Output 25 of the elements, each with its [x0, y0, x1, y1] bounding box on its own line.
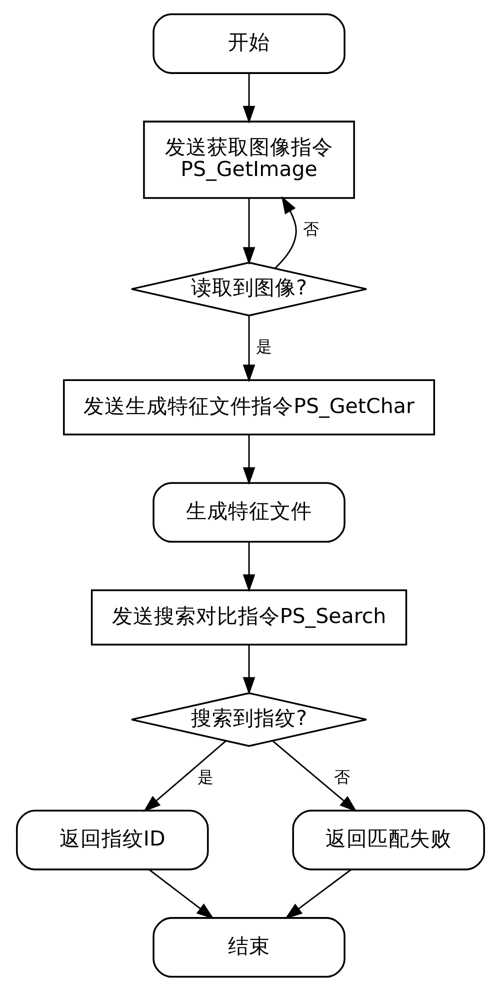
node-box: 发送搜索对比指令PS_Search	[90, 589, 408, 646]
arrow	[242, 198, 256, 265]
edge-label: 否	[303, 219, 320, 238]
node-box: 返回匹配失败	[292, 810, 485, 870]
node-box: 发送获取图像指令 PS_GetImage	[143, 120, 355, 199]
edge-label: 是	[197, 767, 214, 786]
edge-label: 否	[334, 767, 350, 786]
node-box: 开始	[152, 13, 346, 74]
node-box: 生成特征文件	[152, 482, 346, 543]
node-diamond: 搜索到指纹?	[130, 692, 368, 747]
arrow	[272, 740, 358, 812]
node-box: 发送生成特征文件指令PS_GetChar	[63, 379, 436, 436]
node-diamond: 读取到图像?	[130, 262, 368, 316]
arrow	[148, 868, 214, 920]
arrow	[242, 316, 256, 382]
arrow	[242, 542, 256, 592]
edge-label: 是	[256, 336, 272, 356]
node-box: 返回指纹ID	[16, 810, 209, 870]
arrow	[274, 196, 297, 269]
arrow	[242, 644, 256, 695]
arrow	[242, 73, 256, 124]
arrow	[143, 740, 226, 812]
arrow	[284, 868, 352, 920]
node-box: 结束	[152, 917, 346, 978]
arrow	[242, 434, 256, 485]
